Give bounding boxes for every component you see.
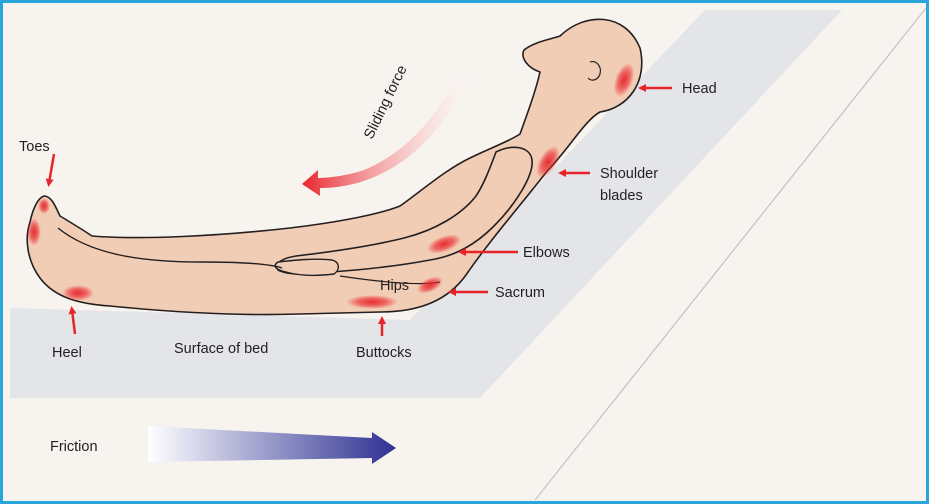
label-buttocks: Buttocks	[356, 345, 412, 361]
label-friction: Friction	[50, 439, 98, 455]
label-elbows: Elbows	[523, 245, 570, 261]
label-shoulder-line1: Shoulder	[600, 166, 658, 182]
label-shoulder-line2: blades	[600, 188, 643, 204]
label-surface-of-bed: Surface of bed	[174, 341, 268, 357]
pressure-point-buttocks	[346, 295, 398, 309]
pressure-point-toe-tip	[38, 198, 50, 214]
label-sacrum: Sacrum	[495, 285, 545, 301]
pressure-point-toes	[27, 218, 41, 246]
label-head: Head	[682, 81, 717, 97]
label-hips: Hips	[380, 278, 409, 294]
pressure-point-heel	[62, 285, 94, 301]
label-toes: Toes	[19, 139, 50, 155]
label-heel: Heel	[52, 345, 82, 361]
